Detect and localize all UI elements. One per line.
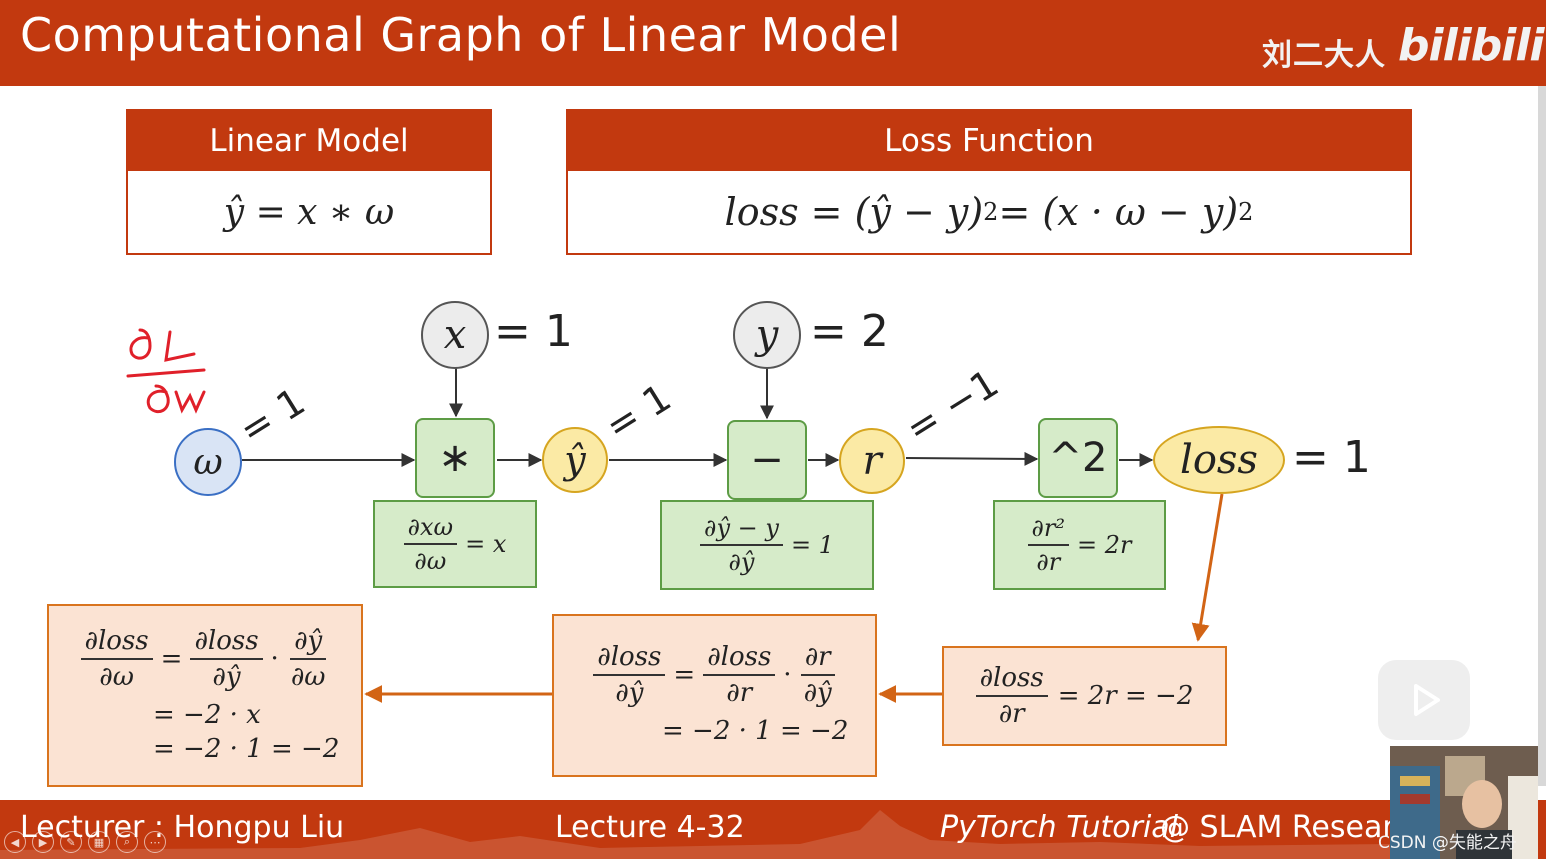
- local-grad-mul-rhs: = x: [465, 530, 506, 558]
- play-small-icon[interactable]: ▶: [32, 831, 54, 853]
- node-loss-value: = 1: [1292, 432, 1371, 483]
- backprop-box-yhat: ∂loss∂ŷ = ∂loss∂r · ∂r∂ŷ = −2 · 1 = −2: [552, 614, 877, 777]
- csdn-watermark: CSDN @失能之舟: [1378, 828, 1517, 853]
- play-button[interactable]: [1378, 660, 1470, 740]
- prev-icon[interactable]: ◀: [4, 831, 26, 853]
- bp-omega-line3: = −2 · 1 = −2: [153, 734, 339, 764]
- zoom-icon[interactable]: ⌕: [116, 831, 138, 853]
- local-grad-sub-rhs: = 1: [791, 531, 834, 559]
- handwritten-annotation: [128, 330, 204, 412]
- local-grad-subtract: ∂ŷ − y∂ŷ = 1: [660, 500, 874, 590]
- local-grad-sub-num: ∂ŷ − y: [700, 514, 783, 546]
- more-icon[interactable]: ⋯: [144, 831, 166, 853]
- footer-tutorial: PyTorch Tutorial: [940, 810, 1178, 845]
- bp-omega-t2-num: ∂ŷ: [290, 626, 326, 660]
- slides-icon[interactable]: ▦: [88, 831, 110, 853]
- local-grad-sq-rhs: = 2r: [1077, 531, 1131, 559]
- bp-yhat-t2-den: ∂ŷ: [800, 676, 836, 708]
- op-multiply: ∗: [415, 418, 495, 498]
- bp-omega-lhs-num: ∂loss: [81, 626, 153, 660]
- bp-r-num: ∂loss: [976, 663, 1048, 697]
- backprop-box-omega: ∂loss∂ω = ∂loss∂ŷ · ∂ŷ∂ω = −2 · x = −2 ·…: [47, 604, 363, 787]
- bp-omega-lhs-den: ∂ω: [95, 660, 138, 692]
- bp-omega-t2-den: ∂ω: [287, 660, 330, 692]
- local-grad-sq-num: ∂r²: [1028, 514, 1070, 546]
- video-controls: ◀ ▶ ✎ ▦ ⌕ ⋯: [0, 828, 190, 856]
- bp-yhat-t2-num: ∂r: [801, 642, 835, 676]
- local-grad-sq-den: ∂r: [1032, 546, 1064, 576]
- backprop-edge-loss: [1198, 494, 1222, 640]
- edge-r-square: [906, 458, 1037, 459]
- bp-omega-t1-num: ∂loss: [190, 626, 262, 660]
- bp-omega-line2: = −2 · x: [153, 700, 261, 730]
- local-grad-sub-den: ∂ŷ: [725, 546, 759, 576]
- node-loss: loss: [1153, 426, 1285, 494]
- node-yhat: ŷ: [542, 427, 608, 493]
- op-subtract: −: [727, 420, 807, 500]
- op-square: ^2: [1038, 418, 1118, 498]
- node-x: x: [421, 301, 489, 369]
- bp-r-den: ∂r: [995, 697, 1029, 729]
- bp-r-rhs: = 2r = −2: [1058, 681, 1194, 711]
- footer-lab: @ SLAM Resear: [1160, 810, 1395, 845]
- local-grad-square: ∂r²∂r = 2r: [993, 500, 1166, 590]
- local-grad-mul-num: ∂xω: [404, 513, 458, 545]
- backprop-box-r: ∂loss∂r = 2r = −2: [942, 646, 1227, 746]
- footer-lecture: Lecture 4-32: [555, 810, 745, 845]
- node-x-value: = 1: [494, 306, 573, 357]
- bp-yhat-t1-num: ∂loss: [703, 642, 775, 676]
- node-omega: ω: [174, 428, 242, 496]
- play-icon: [1404, 680, 1444, 720]
- node-r: r: [839, 428, 905, 494]
- bp-yhat-line2: = −2 · 1 = −2: [662, 716, 848, 746]
- node-y: y: [733, 301, 801, 369]
- bp-yhat-lhs-num: ∂loss: [593, 642, 665, 676]
- node-y-value: = 2: [810, 306, 889, 357]
- local-grad-multiply: ∂xω∂ω = x: [373, 500, 537, 588]
- bp-yhat-t1-den: ∂r: [722, 676, 756, 708]
- bp-yhat-lhs-den: ∂ŷ: [611, 676, 647, 708]
- bp-omega-t1-den: ∂ŷ: [208, 660, 244, 692]
- pen-icon[interactable]: ✎: [60, 831, 82, 853]
- local-grad-mul-den: ∂ω: [410, 545, 450, 575]
